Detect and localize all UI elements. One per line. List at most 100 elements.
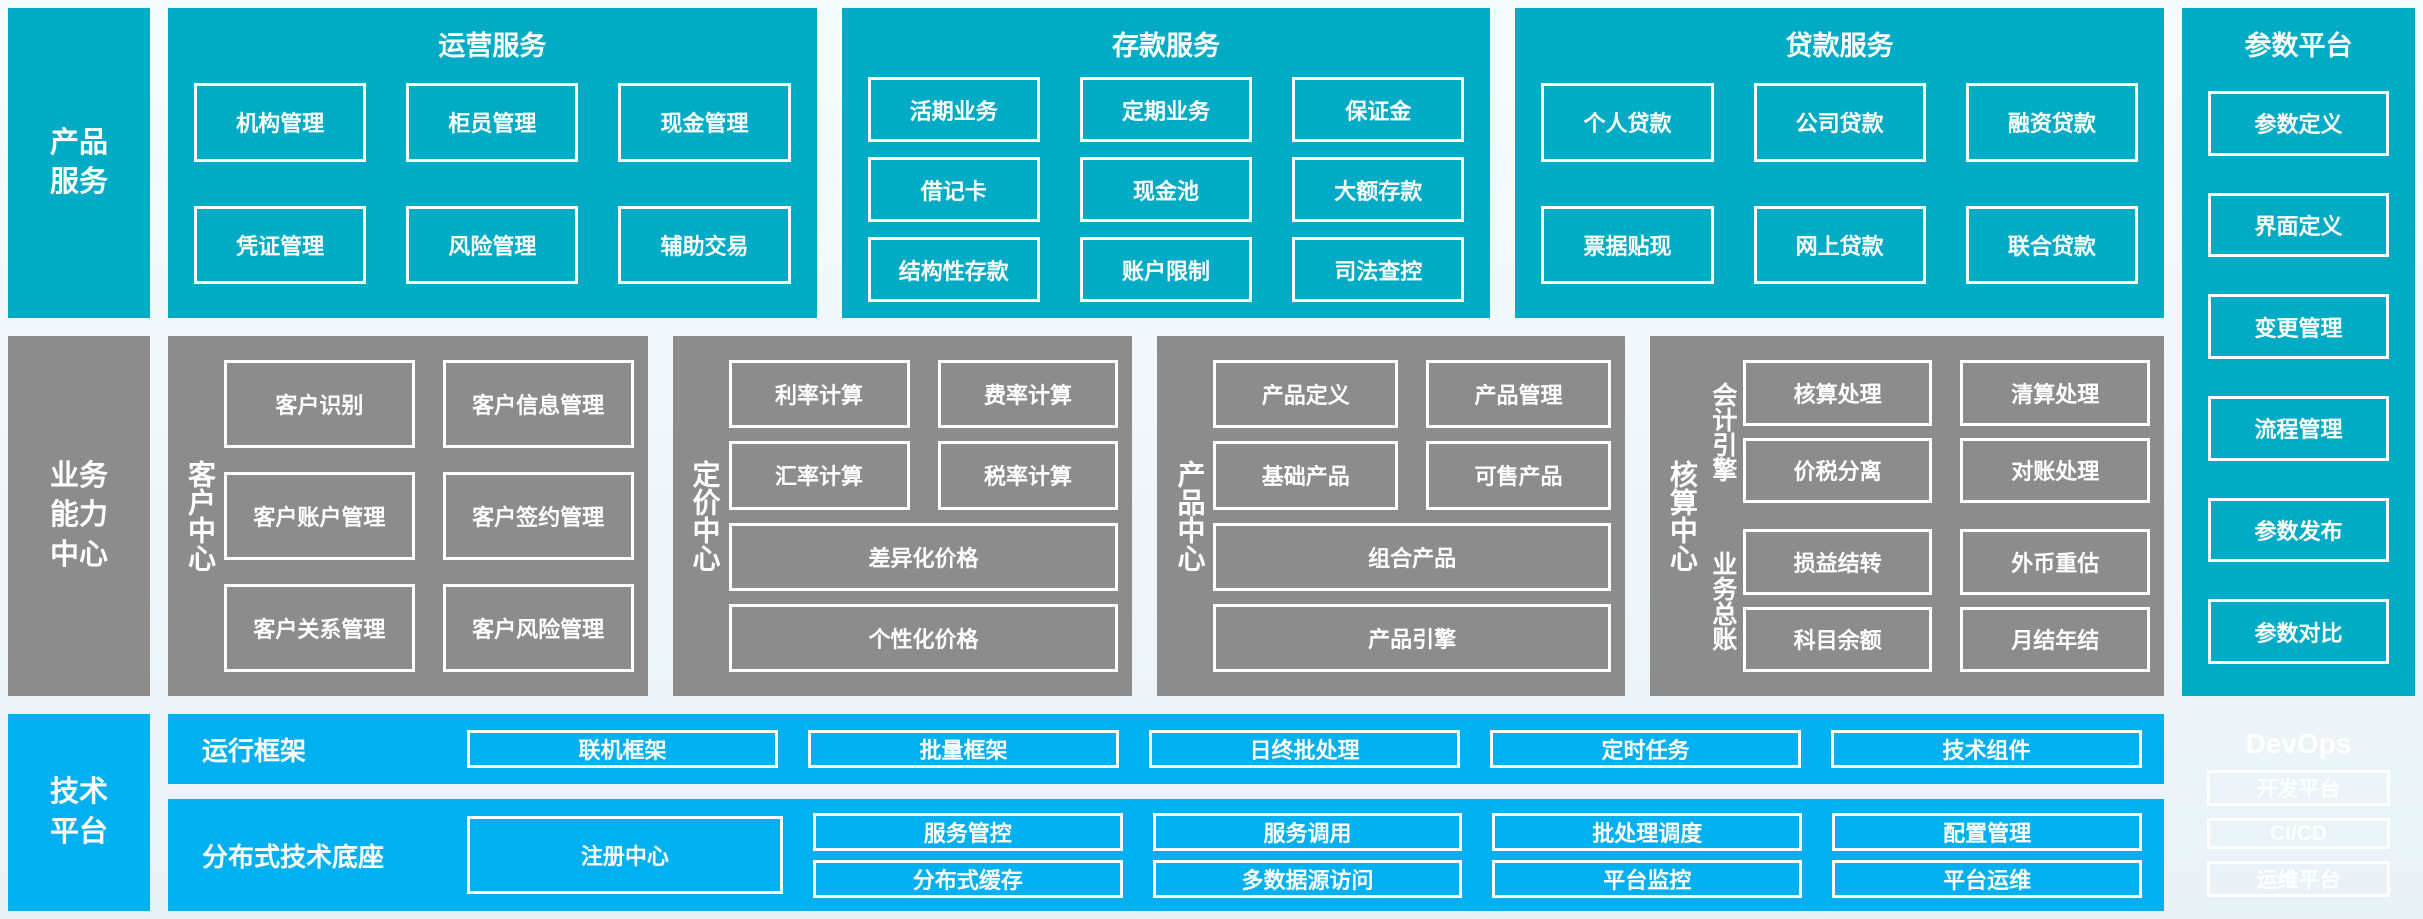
feature-box: 基础产品 <box>1213 441 1399 510</box>
feature-box: 定时任务 <box>1490 730 1801 768</box>
feature-box: 联合贷款 <box>1965 205 2138 284</box>
feature-box: 技术组件 <box>1831 730 2142 768</box>
feature-box: 外币重估 <box>1960 529 2150 595</box>
band-label: 运行框架 <box>202 735 307 766</box>
feature-box: 批量框架 <box>808 730 1119 768</box>
distributed-column: 配置管理 平台运维 <box>1832 812 2142 898</box>
feature-box: 活期业务 <box>867 77 1040 142</box>
feature-box: 流程管理 <box>2208 396 2389 461</box>
feature-box: 日终批处理 <box>1149 730 1460 768</box>
feature-box: 多数据源访问 <box>1152 859 1463 898</box>
feature-box: 网上贷款 <box>1753 205 1926 284</box>
center-label: 定价中心 <box>689 460 721 572</box>
devops-stack: 开发平台 CI/CD 运维平台 <box>2207 760 2390 897</box>
feature-box: 科目余额 <box>1742 606 1933 672</box>
center-label: 核算中心 <box>1666 460 1698 572</box>
feature-box: 现金池 <box>1079 157 1253 222</box>
feature-box: 客户账户管理 <box>224 472 415 560</box>
feature-box: 客户信息管理 <box>442 360 634 448</box>
section-parameter-platform: 参数平台 参数定义 界面定义 变更管理 流程管理 参数发布 参数对比 <box>2182 8 2415 696</box>
feature-box: 客户识别 <box>224 360 415 448</box>
section-loan-services: 贷款服务 个人贷款 公司贷款 融资贷款 票据贴现 网上贷款 联合贷款 <box>1515 8 2165 318</box>
section-accounting-center: 核算中心 会计引擎 核算处理 清算处理 价税分离 对账处理 业务总账 损益结转 … <box>1649 336 2164 696</box>
feature-box: 大额存款 <box>1292 157 1465 222</box>
feature-box: 保证金 <box>1292 77 1465 142</box>
feature-box: 借记卡 <box>867 157 1040 222</box>
feature-box: 结构性存款 <box>867 237 1040 302</box>
customer-center-grid: 客户识别 客户信息管理 客户账户管理 客户签约管理 客户关系管理 客户风险管理 <box>224 360 634 672</box>
feature-box: 损益结转 <box>1742 529 1933 595</box>
distributed-column: 服务调用 多数据源访问 <box>1152 812 1463 898</box>
tech-platform-rows: 运行框架 联机框架 批量框架 日终批处理 定时任务 技术组件 分布式技术底座 注… <box>168 714 2164 911</box>
feature-box: 柜员管理 <box>406 83 579 162</box>
feature-box: 参数定义 <box>2208 91 2389 156</box>
feature-box: 利率计算 <box>728 360 910 429</box>
feature-box: 清算处理 <box>1960 360 2150 426</box>
feature-box: 司法查控 <box>1292 237 1465 302</box>
feature-box: 机构管理 <box>194 83 367 162</box>
feature-box: 服务管控 <box>812 812 1123 851</box>
section-title: 存款服务 <box>1112 31 1220 61</box>
section-customer-center: 客户中心 客户识别 客户信息管理 客户账户管理 客户签约管理 客户关系管理 客户… <box>168 336 648 696</box>
feature-box: 辅助交易 <box>618 205 791 284</box>
feature-box: 服务调用 <box>1152 812 1463 851</box>
feature-box-wide: 产品引擎 <box>1213 603 1611 672</box>
section-distributed-base: 分布式技术底座 注册中心 服务管控 分布式缓存 服务调用 多数据源访问 批处理调… <box>168 799 2164 911</box>
section-title: DevOps <box>2245 728 2352 759</box>
accounting-engine-grid: 核算处理 清算处理 价税分离 对账处理 <box>1742 360 2150 503</box>
feature-box: 参数对比 <box>2208 599 2389 665</box>
feature-box: 变更管理 <box>2208 294 2389 360</box>
feature-box-registry: 注册中心 <box>467 816 783 894</box>
feature-box: CI/CD <box>2207 818 2390 849</box>
feature-box: 分布式缓存 <box>812 859 1123 898</box>
feature-box: 平台运维 <box>1832 859 2142 898</box>
feature-box: 汇率计算 <box>728 441 910 510</box>
feature-box: 公司贷款 <box>1753 83 1926 162</box>
feature-box: 联机框架 <box>467 730 778 768</box>
feature-box: 现金管理 <box>618 83 791 162</box>
feature-box: 核算处理 <box>1742 360 1933 426</box>
feature-box: 个人贷款 <box>1541 83 1714 162</box>
group-label: 会计引擎 <box>1708 381 1737 482</box>
operation-services-grid: 机构管理 柜员管理 现金管理 凭证管理 风险管理 辅助交易 <box>168 63 817 318</box>
product-services-row: 运营服务 机构管理 柜员管理 现金管理 凭证管理 风险管理 辅助交易 存款服务 … <box>168 8 2165 318</box>
feature-box: 账户限制 <box>1079 237 1253 302</box>
distributed-column: 服务管控 分布式缓存 <box>812 812 1123 898</box>
layer-label-tech-platform: 技术 平台 <box>8 714 150 911</box>
section-runtime-framework: 运行框架 联机框架 批量框架 日终批处理 定时任务 技术组件 <box>168 714 2164 784</box>
layer-label-product-services: 产品 服务 <box>8 8 150 318</box>
feature-box: 客户风险管理 <box>442 584 634 672</box>
feature-box-wide: 差异化价格 <box>728 522 1119 591</box>
feature-box: 客户关系管理 <box>224 584 415 672</box>
feature-box-wide: 个性化价格 <box>728 603 1119 672</box>
accounting-groups: 会计引擎 核算处理 清算处理 价税分离 对账处理 业务总账 损益结转 外币重估 … <box>1706 360 2150 672</box>
feature-box: 界面定义 <box>2208 192 2389 258</box>
feature-box: 凭证管理 <box>194 205 367 284</box>
deposit-services-grid: 活期业务 定期业务 保证金 借记卡 现金池 大额存款 结构性存款 账户限制 司法… <box>842 63 1491 318</box>
feature-box-wide: 组合产品 <box>1213 522 1611 591</box>
feature-box: 客户签约管理 <box>442 472 634 560</box>
feature-box: 配置管理 <box>1832 812 2142 851</box>
section-deposit-services: 存款服务 活期业务 定期业务 保证金 借记卡 现金池 大额存款 结构性存款 账户… <box>841 8 1491 318</box>
section-pricing-center: 定价中心 利率计算 费率计算 汇率计算 税率计算 差异化价格 个性化价格 <box>672 336 1133 696</box>
feature-box: 风险管理 <box>406 205 579 284</box>
accounting-engine-group: 会计引擎 核算处理 清算处理 价税分离 对账处理 <box>1706 360 2150 503</box>
feature-box: 费率计算 <box>937 360 1119 429</box>
layer-label-business-capability: 业务 能力 中心 <box>8 336 150 696</box>
section-title: 参数平台 <box>2244 31 2353 61</box>
product-center-grid: 产品定义 产品管理 基础产品 可售产品 组合产品 产品引擎 <box>1213 360 1611 672</box>
group-label: 业务总账 <box>1708 550 1737 651</box>
feature-box: 平台监控 <box>1492 859 1803 898</box>
feature-box: 批处理调度 <box>1492 812 1803 851</box>
section-title: 运营服务 <box>438 31 547 61</box>
feature-box: 运维平台 <box>2207 861 2390 897</box>
feature-box: 对账处理 <box>1960 437 2150 503</box>
feature-box: 产品管理 <box>1426 360 1611 429</box>
center-label: 产品中心 <box>1174 460 1206 572</box>
feature-box: 参数发布 <box>2208 497 2389 563</box>
distributed-column: 批处理调度 平台监控 <box>1492 812 1803 898</box>
business-capability-row: 客户中心 客户识别 客户信息管理 客户账户管理 客户签约管理 客户关系管理 客户… <box>168 336 2164 696</box>
feature-box: 定期业务 <box>1079 77 1253 142</box>
feature-box: 票据贴现 <box>1541 205 1714 284</box>
